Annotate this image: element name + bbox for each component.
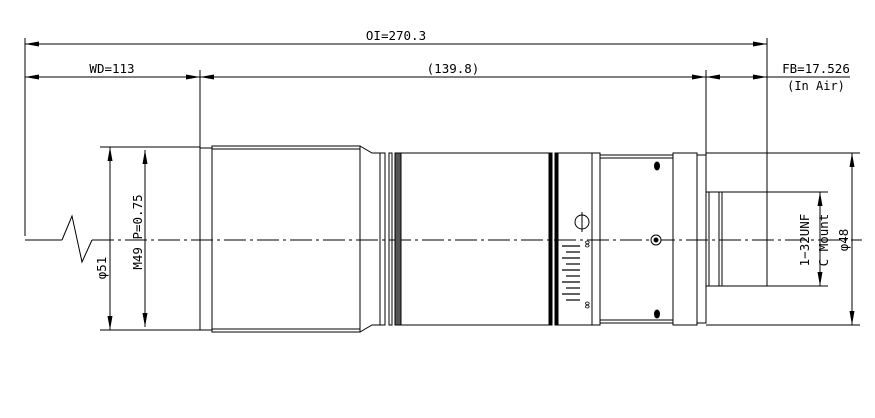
filter-thread-label: M49 P=0.75 [130, 194, 145, 269]
rear-diameter-label: φ48 [836, 229, 851, 252]
focus-scale-near-mark: ∞ [580, 240, 594, 247]
extension-lines [24, 38, 768, 236]
mount-thread-label: 1−32UNF [797, 214, 812, 267]
body-length-label: (139.8) [427, 61, 480, 76]
lens-markings [574, 161, 662, 319]
flange-back-note: (In Air) [787, 79, 845, 93]
optical-axis [25, 214, 862, 264]
mount-type-label: C Mount [816, 214, 831, 267]
flange-back-label: FB=17.526 [782, 61, 850, 76]
lens-body [199, 145, 768, 333]
lower-dimension-row: WD=113 (139.8) FB=17.526 (In Air) [25, 61, 850, 93]
working-distance-label: WD=113 [89, 61, 134, 76]
overall-length-label: OI=270.3 [366, 28, 426, 43]
front-diameter-dimension: φ51 M49 P=0.75 [94, 146, 200, 331]
rear-dimensions: 1−32UNF C Mount φ48 [706, 152, 860, 326]
focus-scale-infinity-mark: ∞ [580, 301, 594, 308]
focus-scale [562, 245, 580, 301]
front-diameter-label: φ51 [94, 257, 109, 280]
overall-length-dimension: OI=270.3 [25, 28, 767, 47]
